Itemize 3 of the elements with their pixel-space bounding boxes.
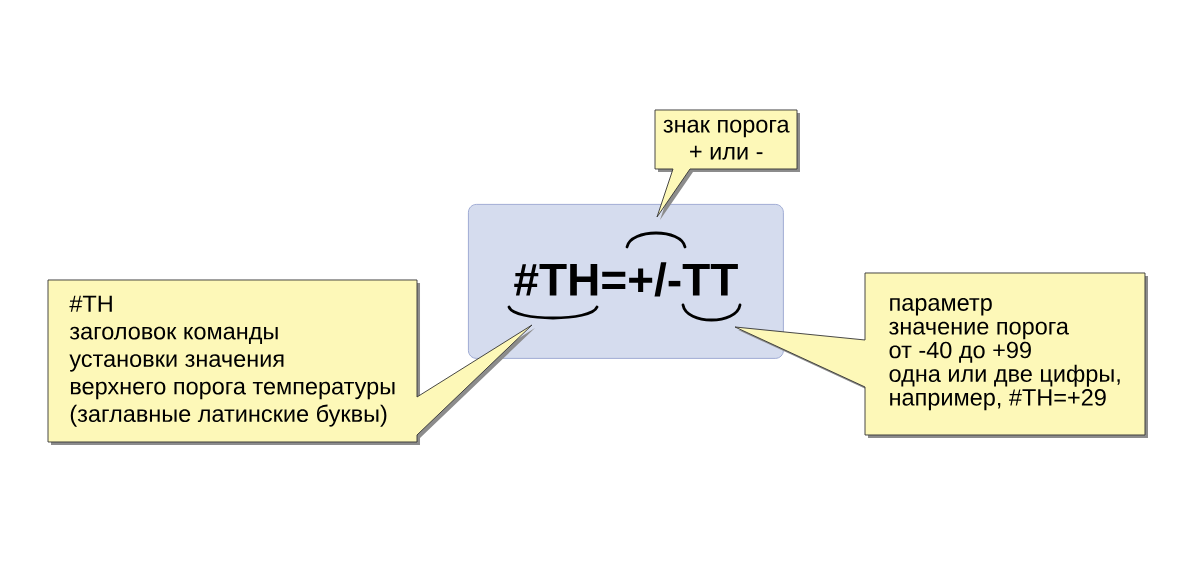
command-box: #TH=+/-TT xyxy=(468,204,784,359)
callout-box: знак порога + или - xyxy=(654,109,800,220)
callout-box: параметр значение порога от -40 до +99 одна или две цифры, например, #TH=+29 xyxy=(734,272,1148,438)
